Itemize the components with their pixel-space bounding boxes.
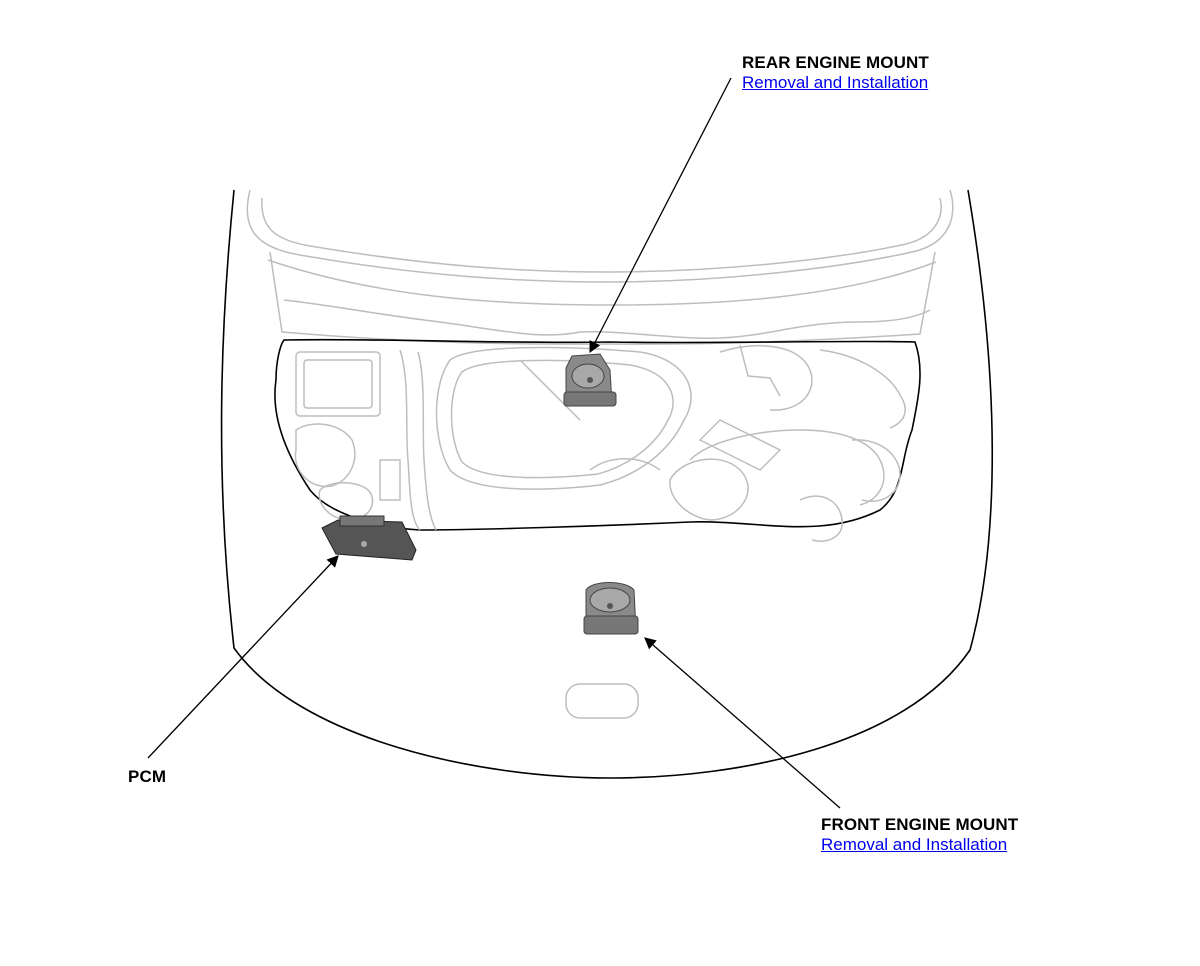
pcm-component [321, 515, 417, 561]
rear-engine-mount-callout: REAR ENGINE MOUNT Removal and Installati… [742, 53, 929, 94]
rear-engine-mount-removal-link[interactable]: Removal and Installation [742, 73, 929, 92]
pcm-label: PCM [128, 767, 167, 786]
front-emblem [565, 683, 639, 719]
pcm-leader [147, 555, 339, 759]
cowl-outline [246, 189, 954, 345]
front-engine-mount-leader [644, 637, 841, 809]
front-engine-mount-component [583, 582, 639, 635]
rear-engine-mount-leader [589, 77, 732, 354]
rear-engine-mount-label: REAR ENGINE MOUNT [742, 53, 929, 72]
front-engine-mount-removal-link[interactable]: Removal and Installation [821, 835, 1008, 854]
front-engine-mount-label: FRONT ENGINE MOUNT [821, 815, 1019, 834]
engine-components [294, 344, 906, 542]
front-engine-mount-callout: FRONT ENGINE MOUNT Removal and Installat… [821, 815, 1018, 856]
vehicle-body-outline [220, 189, 994, 779]
rear-engine-mount-component [563, 353, 617, 407]
pcm-callout: PCM [128, 767, 166, 787]
engine-bay-outline [274, 338, 921, 531]
